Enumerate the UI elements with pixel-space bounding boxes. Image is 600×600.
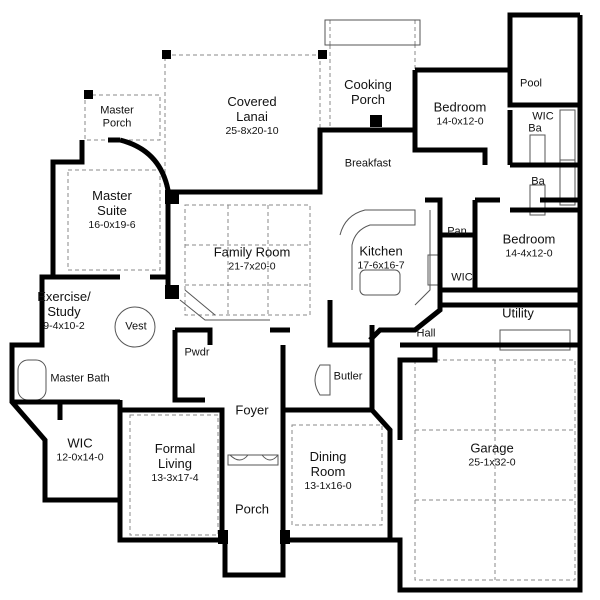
room-vestibule: Vest [125,321,146,334]
room-name: Formal [154,441,196,457]
room-foyer: Foyer [235,402,269,419]
room-dims: 14-0x12-0 [436,115,484,128]
room-name: Kitchen [359,243,403,259]
room-hall: Hall [417,328,436,341]
room-name: Breakfast [344,157,392,170]
room-name: Ba [528,122,542,135]
room-name: WIC [451,271,473,284]
room-dims: 12-0x14-0 [56,451,104,464]
room-name: Suite [97,202,127,218]
room-bath-upper: Ba [528,123,541,136]
room-dims: 25-8x20-10 [225,124,279,137]
room-dims: 21-7x20-0 [228,260,276,273]
room-breakfast: Breakfast [345,158,391,171]
room-name: Exercise/ [37,289,91,305]
room-name: Study [47,303,81,319]
room-name: Pool [519,77,543,90]
room-name: WIC [532,110,554,123]
room-dims: 25-1x32-0 [468,456,516,469]
room-name: Foyer [235,402,269,418]
room-name: Master [92,188,132,204]
room-dims: 14-4x12-0 [505,247,553,260]
room-name: Pwdr [184,346,210,359]
room-name: Dining [309,449,347,465]
room-dims: 16-0x19-6 [88,218,136,231]
room-dims: 9-4x10-2 [43,319,85,332]
columns [84,50,382,544]
room-name: Butler [333,370,363,383]
dashed-outlines [67,20,576,581]
room-porch: Porch [235,501,269,518]
walls [9,12,583,593]
room-dims: 13-1x16-0 [304,479,352,492]
room-name: Vest [125,320,147,333]
room-name: Master Bath [50,372,110,385]
room-name: Garage [470,440,514,456]
thin-lines [17,19,576,466]
room-name: Porch [102,117,132,129]
room-name: Bedroom [433,99,487,115]
room-pool: Pool [520,78,542,91]
room-name: Master [100,104,134,117]
room-pantry: Pan [447,226,467,239]
room-name: Ba [531,175,545,188]
room-name: Lanai [236,108,268,124]
room-name: Pan [447,225,467,238]
room-name: Bedroom [502,231,556,247]
room-wic-kitchen: WIC [451,272,472,285]
room-name: Cooking [344,77,392,93]
room-dims: 13-3x17-4 [151,471,199,484]
room-dims: 17-6x16-7 [357,259,405,272]
room-name: Porch [235,501,269,517]
room-name: Porch [351,92,385,107]
room-name: Covered [227,94,277,110]
room-wic-upper: WIC [532,111,553,124]
room-butler: Butler [334,371,363,384]
room-name: Room [310,463,346,479]
room-name: Family Room [213,244,291,260]
room-utility: Utility [502,305,534,322]
room-bath-lower: Ba [531,176,544,189]
room-powder: Pwdr [184,347,209,360]
room-name: Hall [416,327,436,340]
room-name: Utility [502,305,534,321]
room-master-bath: Master Bath [50,373,109,386]
room-name: Living [158,455,192,471]
room-name: WIC [67,435,93,451]
